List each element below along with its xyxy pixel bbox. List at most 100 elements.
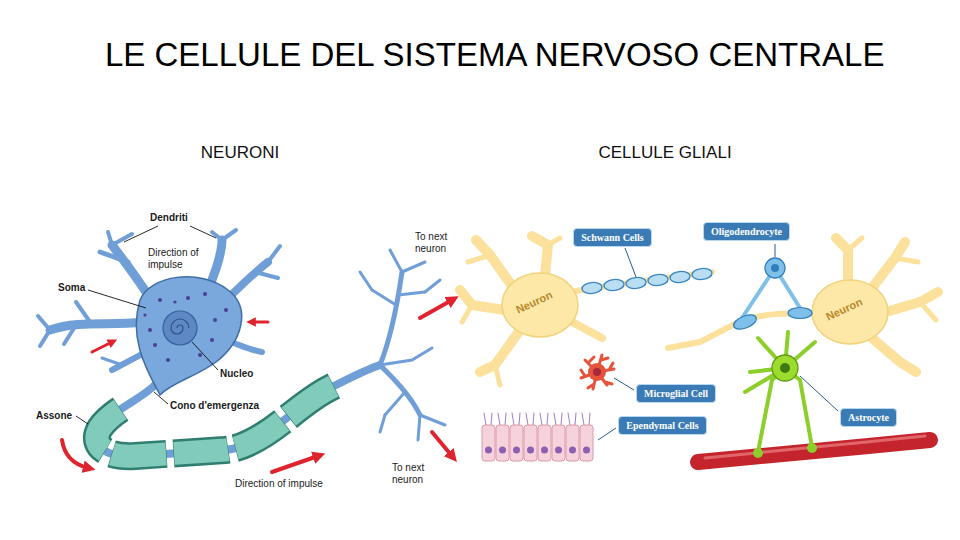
ependymal-drawing: [482, 425, 593, 461]
neuron-drawing: [895, 258, 918, 262]
schwann-cell: [581, 267, 712, 294]
section-heading: NEURONI: [201, 143, 279, 163]
leader-line: [88, 290, 146, 308]
neuron-drawing: [480, 330, 520, 372]
blood-vessel: [698, 440, 930, 462]
ependymal-drawing: [485, 447, 590, 454]
ependymal-drawing: [527, 447, 534, 454]
box-label: Ependymal Cells: [626, 420, 699, 432]
slide-title: LE CELLULE DEL SISTEMA NERVOSO CENTRALE: [105, 36, 884, 74]
neuron-drawing: [468, 255, 490, 262]
dendrite: [38, 316, 50, 330]
part-label: Soma: [58, 282, 85, 294]
leader-line: [154, 392, 168, 404]
part-label: Dendriti: [150, 212, 188, 224]
blood-vessel: [705, 436, 925, 458]
axon-terminal: [360, 272, 372, 290]
axon-terminal: [380, 348, 432, 365]
nissl-body: [203, 292, 207, 296]
leader-line: [124, 226, 158, 242]
part-label: Nucleo: [220, 368, 253, 380]
label-box: Oligodendrocyte: [703, 222, 790, 241]
arrow-label: To next neuron: [415, 231, 465, 254]
axon-terminal: [402, 262, 425, 272]
leader-line: [598, 244, 838, 440]
leader-line: [76, 226, 218, 424]
neuron-drawing: [872, 242, 905, 288]
leader-line: [190, 226, 216, 238]
box-label: Schwann Cells: [581, 232, 644, 244]
ependymal-drawing: [526, 413, 534, 425]
neuron-soma: [502, 273, 888, 344]
label-box: Ependymal Cells: [618, 416, 707, 435]
neuron-drawing: [572, 322, 602, 338]
astrocyte-drawing: [780, 363, 790, 373]
ependymal-drawing: [510, 425, 523, 461]
astrocyte-drawing: [772, 355, 798, 381]
impulse-arrow: [420, 300, 452, 318]
neuron-drawing: [460, 290, 505, 310]
axon-terminal: [380, 272, 402, 365]
dendrite: [102, 358, 122, 365]
nissl-body: [186, 296, 190, 300]
ependymal-drawing: [482, 413, 593, 461]
neuron-drawing: [495, 365, 500, 385]
ependymal-drawing: [552, 425, 565, 461]
neuron-soma: [502, 273, 578, 337]
axon-terminal: [398, 292, 425, 295]
oligodendrocyte-drawing: [765, 258, 785, 278]
neuron-drawing: [548, 238, 560, 245]
myelin-sheath: [97, 365, 380, 456]
dendrite: [255, 272, 278, 278]
astrocyte-drawing: [753, 448, 763, 458]
ependymal-drawing: [566, 425, 579, 461]
neuron-drawing: [836, 238, 848, 280]
axon: [97, 365, 380, 456]
box-label: Oligodendrocyte: [711, 226, 782, 238]
nissl-body: [143, 292, 228, 362]
microglia-drawing: [581, 355, 614, 389]
oligodendrocyte-drawing: [771, 264, 779, 272]
ependymal-drawing: [499, 447, 506, 454]
microglia-drawing: [593, 368, 601, 376]
schwann-cell: [669, 270, 690, 283]
arrow-label: Direction of impulse: [235, 478, 323, 490]
nissl-body: [210, 338, 214, 342]
nucleus: [171, 319, 189, 334]
leader-line: [192, 342, 218, 370]
neuron-drawing: [920, 302, 936, 320]
nissl-body: [153, 343, 157, 347]
ependymal-drawing: [540, 413, 548, 425]
neuron-drawing: [886, 292, 938, 312]
nissl-body: [158, 298, 162, 302]
ependymal-drawing: [580, 425, 593, 461]
nissl-body: [213, 318, 217, 322]
ependymal-drawing: [484, 413, 590, 425]
schwann-cell: [603, 278, 624, 291]
oligodendrocyte-drawing: [732, 312, 759, 332]
nucleus: [163, 311, 197, 345]
nissl-body: [198, 353, 202, 357]
ependymal-drawing: [513, 447, 520, 454]
axon: [97, 365, 380, 456]
axon-terminal: [390, 250, 402, 272]
neuron-drawing: [848, 238, 862, 250]
section-heading: CELLULE GLIALI: [598, 143, 731, 163]
ependymal-drawing: [538, 425, 551, 461]
dendrite: [210, 240, 222, 285]
ependymal-drawing: [485, 447, 492, 454]
ependymal-drawing: [541, 447, 548, 454]
axon-terminal: [372, 290, 396, 305]
dendrite: [112, 245, 150, 298]
astrocyte-drawing: [807, 443, 817, 453]
leader-line: [800, 376, 838, 411]
axon-terminal: [380, 365, 420, 415]
impulse-arrow: [62, 440, 88, 468]
dendrite: [268, 246, 280, 262]
axon-terminal: [425, 280, 440, 292]
neuron-drawing: [476, 240, 515, 290]
schwann-cell: [647, 273, 668, 286]
impulse-arrow: [432, 432, 452, 456]
